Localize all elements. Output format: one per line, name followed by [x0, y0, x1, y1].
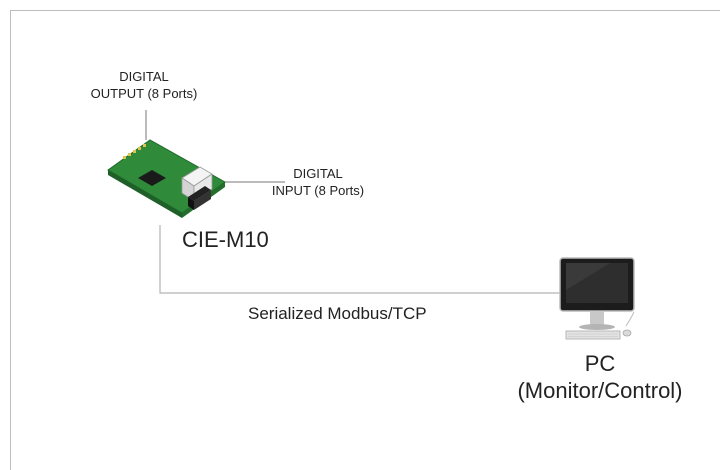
diagram-frame [10, 10, 720, 470]
pc-label-line2: (Monitor/Control) [517, 377, 683, 403]
digital-input-label: DIGITAL INPUT (8 Ports) [248, 165, 388, 199]
digital-input-label-line2: INPUT (8 Ports) [271, 183, 365, 199]
digital-input-label-line1: DIGITAL [293, 166, 343, 181]
desktop-computer-icon [559, 257, 635, 340]
connection-label: Serialized Modbus/TCP [248, 304, 427, 323]
digital-output-label: DIGITAL OUTPUT (8 Ports) [64, 68, 224, 102]
diagram-canvas [107, 110, 635, 340]
circuit-board-icon [107, 139, 226, 218]
connection-line [159, 225, 560, 294]
pc-label: PC (Monitor/Control) [500, 351, 700, 405]
digital-output-label-line1: DIGITAL [119, 69, 169, 84]
module-name-label: CIE-M10 [182, 227, 269, 252]
pc-label-line1: PC [584, 351, 616, 376]
digital-output-label-line2: OUTPUT (8 Ports) [90, 86, 198, 102]
